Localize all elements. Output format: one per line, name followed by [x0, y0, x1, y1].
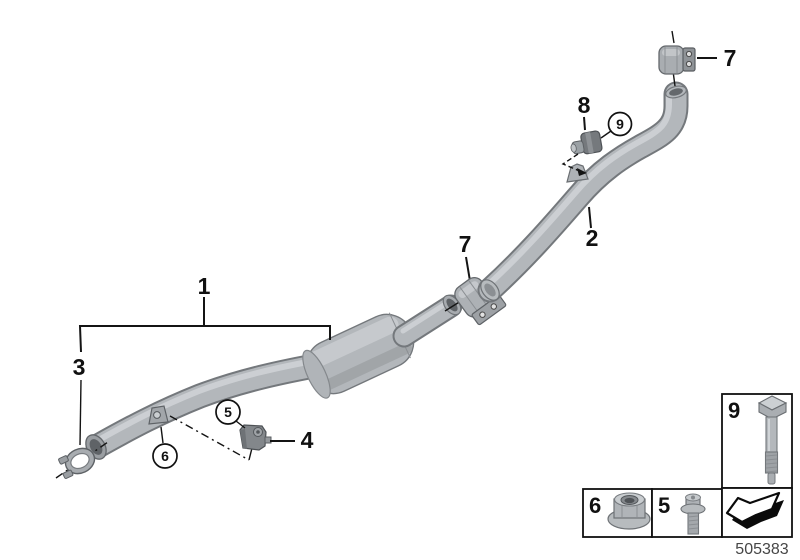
mount7-highlight: [662, 49, 680, 56]
rear-pipe-part2[interactable]: [477, 81, 689, 304]
legend-5-label: 5: [658, 493, 670, 518]
clamp7-hole2: [490, 303, 497, 310]
part8-band: [585, 131, 594, 154]
hanger-mount-tick: [248, 447, 253, 461]
rubber-hanger-part4[interactable]: [239, 424, 272, 451]
flange-nut-icon: [607, 492, 651, 530]
bracket-part6[interactable]: [148, 405, 169, 425]
rear-pipe-highlight: [484, 89, 672, 289]
callout-4[interactable]: 4: [301, 427, 314, 453]
clamp-lug-bottom: [62, 469, 74, 479]
front-pipe-highlight: [94, 356, 327, 444]
part8-mounting-line: [561, 153, 583, 173]
circled-callout-5[interactable]: 5: [215, 399, 241, 425]
rubber-mount-part8[interactable]: [569, 130, 603, 156]
callout-8[interactable]: 8: [578, 92, 591, 118]
legend-cell-6[interactable]: 6: [582, 488, 653, 538]
circled-9-number: 9: [616, 116, 624, 132]
circled5-leader: [235, 420, 246, 429]
part2-leader: [588, 206, 592, 229]
callout-1-group: 1: [78, 273, 331, 353]
circled-callout-9[interactable]: 9: [607, 111, 633, 137]
part8-sleeve-face: [570, 143, 577, 153]
part8-leader: [583, 116, 586, 131]
rear-pipe-front-opening: [480, 279, 500, 301]
clamp7-hole1: [479, 311, 486, 318]
rear-pipe-top-opening: [665, 85, 687, 99]
part3-leader: [79, 379, 82, 446]
clamp7-leader: [465, 256, 471, 282]
hanger-stud-hole: [256, 430, 260, 434]
bracket-hole: [153, 411, 161, 419]
circled-5-number: 5: [224, 404, 232, 420]
front-muffler-assembly[interactable]: [82, 292, 465, 463]
circled-callout-6[interactable]: 6: [152, 443, 178, 469]
bolt-icon: [680, 493, 706, 535]
clamp-lug-top: [58, 455, 69, 465]
callout-3[interactable]: 3: [73, 354, 86, 380]
mount7-pin-line-top: [671, 30, 675, 44]
document-code: 505383: [735, 541, 788, 558]
front-pipe-body: [87, 353, 336, 457]
hanger-side-facet: [240, 429, 247, 449]
callout-2[interactable]: 2: [586, 225, 599, 251]
legend-cell-5[interactable]: 5: [651, 488, 723, 538]
muffler-end-cap: [302, 349, 331, 399]
legend: 9 6: [582, 393, 793, 538]
direction-arrow-icon: [725, 491, 784, 529]
muffler-highlight: [308, 316, 399, 368]
legend-cell-9[interactable]: 9: [721, 393, 793, 489]
callout-3-group: 3: [73, 354, 86, 446]
clamp7-highlight: [458, 281, 479, 299]
legend-direction-cell[interactable]: [721, 487, 793, 538]
legend-6-label: 6: [589, 493, 601, 518]
long-bolt-icon: [757, 395, 788, 485]
callout-7-mid[interactable]: 7: [459, 231, 472, 257]
circled6-leader: [160, 426, 164, 444]
callout-7-mid-group: 7: [459, 231, 472, 282]
muffler-outlet-highlight: [400, 298, 453, 334]
clamp7-seam1: [459, 286, 480, 315]
rubber-mount-part7-top[interactable]: [658, 45, 696, 75]
mounting-line-6-to-4: [169, 415, 250, 461]
circled-6-number: 6: [161, 448, 169, 464]
rear-pipe-body: [479, 83, 687, 301]
muffler-shadow: [321, 342, 413, 391]
part1-bracket-line: [78, 325, 331, 353]
muffler-outlet-pipe-body: [394, 296, 461, 346]
callout-7-top[interactable]: 7: [724, 45, 737, 71]
legend-9-label: 9: [728, 398, 740, 423]
mount7-hole1: [685, 50, 693, 58]
clamp-ring-part3[interactable]: [56, 444, 99, 481]
part8-mounting-arrowhead: [577, 168, 587, 176]
mount7-hole2: [685, 60, 693, 68]
circled9-leader: [600, 130, 612, 139]
callout-1[interactable]: 1: [198, 273, 211, 299]
muffler[interactable]: [297, 306, 422, 403]
